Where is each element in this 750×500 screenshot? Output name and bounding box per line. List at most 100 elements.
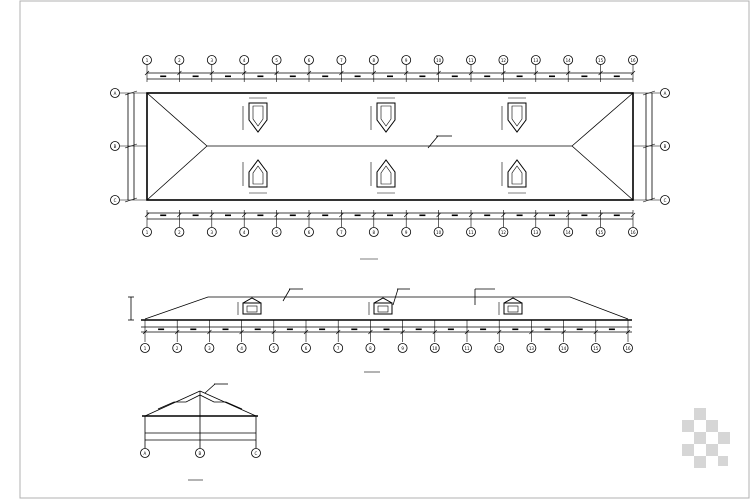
dormer-top-inner-3 — [511, 105, 523, 127]
plan-dim-tick-bottom-10 — [436, 212, 441, 218]
elevation-leader-2 — [392, 288, 399, 306]
plan-dim-tick-top-6 — [306, 70, 312, 76]
plan-axis-label-bottom-15: 15 — [598, 230, 604, 235]
section-axis-bubble-right — [251, 448, 261, 458]
plan-dim-tick-top-7 — [339, 70, 344, 76]
plan-axis-label-top-6: 6 — [308, 58, 311, 63]
elev-axis-bubble-5 — [268, 343, 279, 353]
plan-dim-tick-top-10 — [436, 70, 441, 76]
section-axis-label-b: B — [199, 451, 202, 456]
elev-dim-tick-16 — [625, 329, 631, 335]
hip-line-ne — [571, 92, 634, 147]
elev-dim-value-9 — [415, 328, 422, 331]
plan-dormers — [242, 97, 527, 194]
sheet-border — [19, 0, 750, 499]
elev-axis-bubble-12 — [494, 343, 505, 353]
elev-dim-tick-3 — [207, 329, 212, 335]
plan-dim-tick-top-2 — [177, 70, 182, 76]
elev-dim-tick-9 — [400, 329, 405, 335]
plan-axis-label-bottom-10: 10 — [436, 230, 442, 235]
elev-dim-tick-1 — [142, 329, 148, 335]
hip-line-nw — [146, 92, 208, 147]
elev-dormer-roof-3 — [503, 297, 523, 304]
elev-dormer-1 — [242, 302, 262, 315]
dormer-bottom-inner-2 — [380, 165, 392, 185]
elev-axis-label-4: 4 — [240, 346, 243, 351]
dormer-top-inner-2 — [380, 105, 392, 127]
plan-dim-tick-bottom-6 — [306, 212, 312, 218]
elev-dim-tick-13 — [529, 329, 534, 335]
elev-axis-bubble-7 — [333, 343, 344, 353]
plan-axis-label-bottom-14: 14 — [566, 230, 572, 235]
dormer-bottom-1 — [248, 159, 268, 188]
plan-dim-value-bottom-7 — [354, 214, 361, 217]
plan-axis-bubble-right-B — [660, 141, 670, 151]
elev-dim-value-10 — [447, 328, 454, 331]
plan-dim-tick-right-C — [642, 197, 656, 203]
plan-dim-tick-bottom-2 — [177, 212, 182, 218]
plan-dim-tick-top-16 — [630, 70, 636, 76]
section-axis-bubble-left — [140, 448, 150, 458]
plan-dim-value-bottom-10 — [451, 214, 458, 217]
plan-axis-label-right-C: C — [664, 198, 667, 203]
plan-axis-label-top-9: 9 — [405, 58, 408, 63]
plan-dim-value-top-13 — [549, 75, 555, 78]
hip-line-se — [571, 145, 634, 201]
elev-axis-bubble-6 — [301, 343, 311, 353]
dormer-bottom-inner-1 — [252, 165, 264, 185]
elev-dim-tick-7 — [335, 329, 341, 335]
dormer-top-inner-1 — [252, 105, 264, 127]
plan-axis-bubble-bottom-5 — [271, 227, 282, 237]
plan-axis-label-bottom-7: 7 — [340, 230, 343, 235]
plan-dim-value-top-1 — [160, 75, 167, 78]
plan-axis-label-bottom-3: 3 — [211, 230, 214, 235]
plan-dim-tick-bottom-15 — [598, 212, 603, 218]
plan-axis-bubble-left-C — [110, 195, 120, 205]
plan-axis-bubble-top-1 — [142, 55, 152, 65]
plan-axis-bubble-top-2 — [174, 55, 185, 65]
section-axis-label-c: C — [255, 451, 258, 456]
elevation-dormers — [237, 297, 523, 315]
elev-dim-value-14 — [576, 328, 583, 331]
plan-dim-tick-top-9 — [403, 70, 409, 76]
elev-axis-bubble-8 — [365, 343, 376, 353]
elev-dim-tick-10 — [432, 329, 438, 335]
plan-dim-value-bottom-3 — [225, 214, 231, 217]
plan-axis-label-top-8: 8 — [373, 58, 376, 63]
elev-axis-label-5: 5 — [273, 346, 276, 351]
elev-dim-value-2 — [190, 328, 197, 331]
elev-axis-label-10: 10 — [432, 346, 438, 351]
plan-axis-bubble-top-13 — [530, 55, 541, 65]
plan-dim-value-top-5 — [289, 75, 296, 78]
plan-axis-label-top-15: 15 — [598, 58, 604, 63]
plan-axis-label-top-4: 4 — [243, 58, 246, 63]
elev-axis-bubble-15 — [590, 343, 601, 353]
plan-axis-label-top-14: 14 — [566, 58, 572, 63]
plan-dim-tick-left-A — [124, 90, 138, 96]
plan-axis-label-top-5: 5 — [275, 58, 278, 63]
roof-note-leader — [427, 135, 439, 149]
plan-dim-value-bottom-1 — [160, 214, 167, 217]
plan-axis-label-bottom-1: 1 — [146, 230, 149, 235]
elev-axis-label-12: 12 — [497, 346, 503, 351]
plan-axis-label-left-B: B — [114, 144, 117, 149]
plan-dim-value-bottom-15 — [613, 214, 620, 217]
plan-axis-bubble-left-B — [110, 141, 120, 151]
plan-dim-tick-top-15 — [598, 70, 603, 76]
plan-axis-bubble-top-16 — [628, 55, 638, 65]
plan-axis-label-top-3: 3 — [211, 58, 214, 63]
plan-dim-tick-bottom-7 — [339, 212, 344, 218]
elev-dormer-window-1 — [246, 305, 258, 313]
plan-grid-axes: 1122334455667788991010111112121313141415… — [110, 55, 670, 237]
elev-axis-bubble-1 — [140, 343, 150, 353]
elev-axis-bubble-14 — [558, 343, 569, 353]
elev-dormer-3 — [503, 302, 523, 315]
dormer-bottom-inner-3 — [511, 165, 523, 185]
plan-axis-bubble-bottom-16 — [628, 227, 638, 237]
plan-axis-label-bottom-2: 2 — [178, 230, 181, 235]
plan-dim-value-bottom-12 — [516, 214, 523, 217]
elev-dormer-2 — [373, 302, 393, 315]
elev-axis-label-1: 1 — [144, 346, 147, 351]
plan-dim-value-top-4 — [257, 75, 264, 78]
